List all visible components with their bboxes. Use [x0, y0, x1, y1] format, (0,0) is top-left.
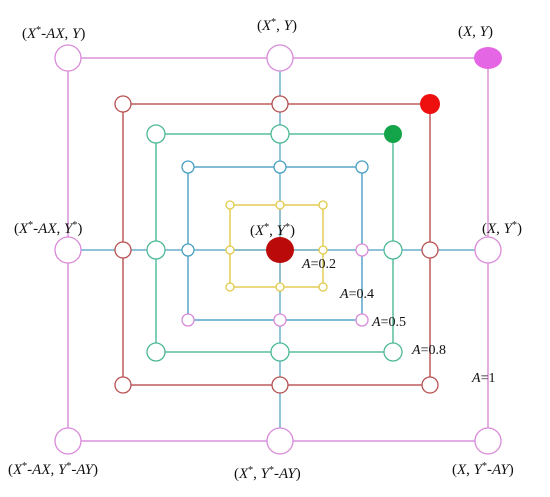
node-a08-bottom-left — [114, 376, 132, 394]
node-a08-bottom-right — [421, 376, 439, 394]
node-a02-mid-left — [225, 245, 235, 255]
node-a02-bottom-mid — [275, 282, 285, 292]
node-a08-bottom-mid — [271, 376, 289, 394]
node-a1-bottom-mid — [266, 427, 294, 455]
node-a1-mid-left — [54, 236, 82, 264]
node-a08-top-left — [114, 95, 132, 113]
node-a04-top-mid — [273, 160, 287, 174]
node-a02-bottom-right — [318, 282, 328, 292]
node-a05-bottom-left — [146, 342, 166, 362]
node-a02-top-right — [318, 200, 328, 210]
current-best-point — [266, 237, 294, 263]
node-a04-mid-right — [355, 243, 369, 257]
node-a02-mid-right — [318, 245, 328, 255]
node-a1-top-left — [54, 44, 82, 72]
node-a04-top-left — [181, 160, 195, 174]
label-a-0-2: A=0.2 — [301, 257, 336, 272]
node-a05-mid-right — [383, 240, 403, 260]
point-a05-corner — [384, 125, 402, 143]
label-bottom-mid: (X*, Y*-AY) — [234, 465, 301, 483]
node-a05-top-mid — [270, 124, 290, 144]
node-a05-bottom-right — [383, 342, 403, 362]
node-a1-bottom-right — [474, 427, 502, 455]
highlight-points — [266, 47, 502, 263]
label-a-0-5: A=0.5 — [371, 315, 406, 330]
node-a04-mid-left — [181, 243, 195, 257]
point-a08-corner — [420, 94, 440, 114]
node-a05-top-left — [146, 124, 166, 144]
label-bottom-left: (X*-AX, Y*-AY) — [8, 461, 98, 479]
grid-nodes — [54, 44, 502, 455]
node-a04-bottom-mid — [273, 313, 287, 327]
node-a02-top-left — [225, 200, 235, 210]
label-a-1: A=1 — [471, 371, 495, 386]
label-center: (X*, Y*) — [250, 222, 295, 240]
node-a1-top-mid — [266, 44, 294, 72]
label-a-0-8: A=0.8 — [411, 343, 446, 358]
label-top-left: (X*-AX, Y) — [22, 25, 85, 43]
point-a1-corner — [474, 47, 502, 69]
label-a-0-4: A=0.4 — [339, 287, 374, 302]
label-mid-left: (X*-AX, Y*) — [14, 220, 82, 238]
label-bottom-right: (X, Y*-AY) — [452, 461, 514, 479]
node-a08-top-mid — [271, 95, 289, 113]
node-a08-mid-right — [421, 241, 439, 259]
node-a05-bottom-mid — [270, 342, 290, 362]
node-a08-mid-left — [114, 241, 132, 259]
label-mid-right: (X, Y*) — [482, 220, 522, 238]
node-a04-bottom-left — [181, 313, 195, 327]
node-a04-top-right — [355, 160, 369, 174]
node-a05-mid-left — [146, 240, 166, 260]
node-a1-mid-right — [474, 236, 502, 264]
node-a04-bottom-right — [355, 313, 369, 327]
label-top-right: (X, Y) — [458, 24, 493, 40]
node-a02-top-mid — [275, 200, 285, 210]
node-a02-bottom-left — [225, 282, 235, 292]
label-top-mid: (X*, Y) — [257, 17, 297, 35]
node-a1-bottom-left — [54, 427, 82, 455]
